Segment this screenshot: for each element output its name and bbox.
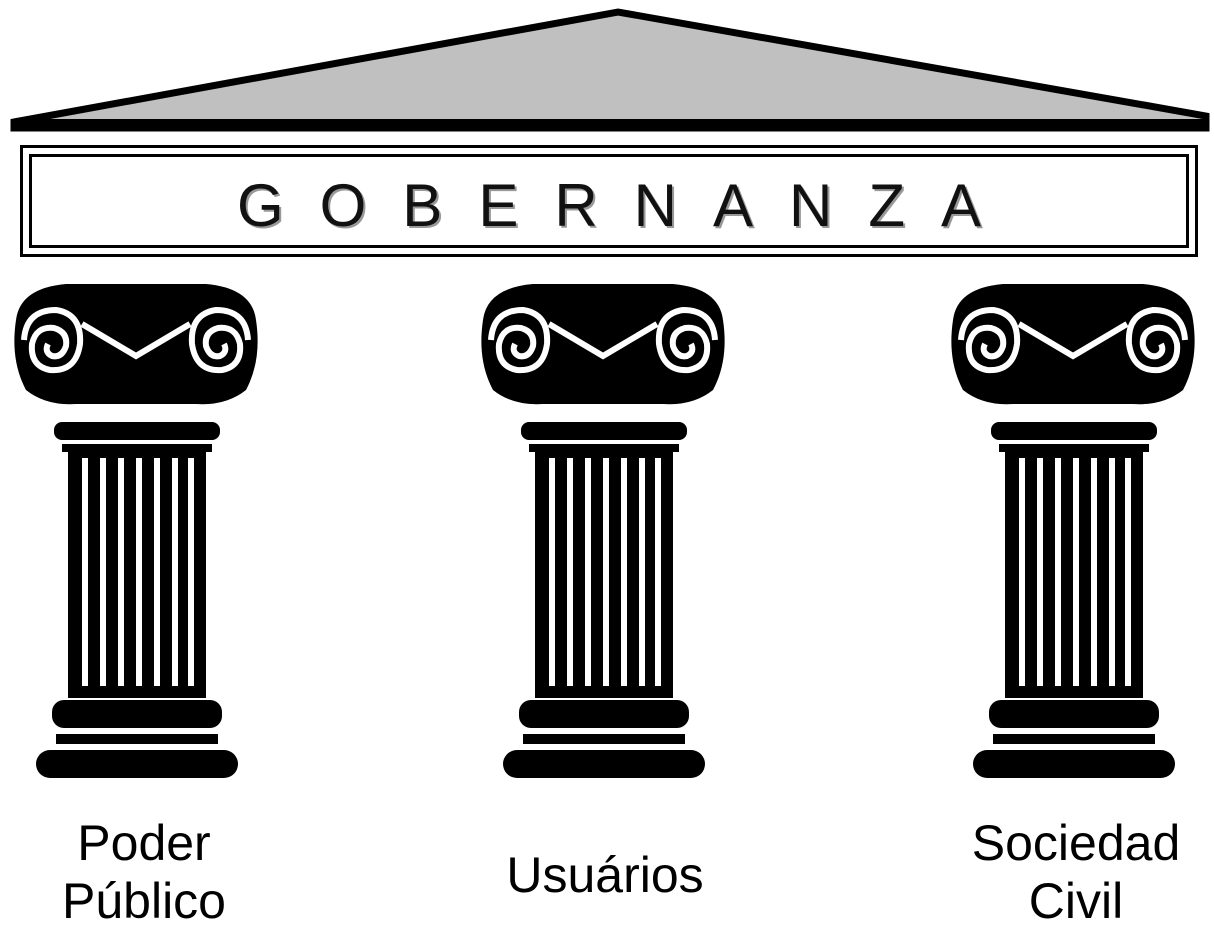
pediment-triangle bbox=[10, 8, 1210, 132]
ionic-column-icon bbox=[6, 280, 270, 790]
ionic-column-icon bbox=[473, 280, 737, 790]
diagram-title: GOBERNANZA bbox=[236, 172, 1018, 239]
pillar-label-line: Público bbox=[62, 873, 226, 929]
title-inner-border bbox=[29, 154, 1189, 248]
pillar-label-poder-publico: Poder Público bbox=[0, 814, 294, 930]
pillar-label-line: Poder bbox=[77, 815, 211, 871]
title-entablature: GOBERNANZA bbox=[20, 145, 1198, 257]
pediment-cornice bbox=[12, 119, 1208, 129]
ionic-column-icon bbox=[943, 280, 1207, 790]
pillar-label-usuarios: Usuários bbox=[455, 846, 755, 904]
temple-pediment bbox=[10, 8, 1210, 132]
pillar-label-line: Sociedad bbox=[971, 815, 1181, 871]
pillar-label-line: Civil bbox=[1028, 873, 1124, 929]
pillar-label-line: Usuários bbox=[506, 847, 704, 903]
pillar-label-sociedad-civil: Sociedad Civil bbox=[926, 814, 1214, 930]
